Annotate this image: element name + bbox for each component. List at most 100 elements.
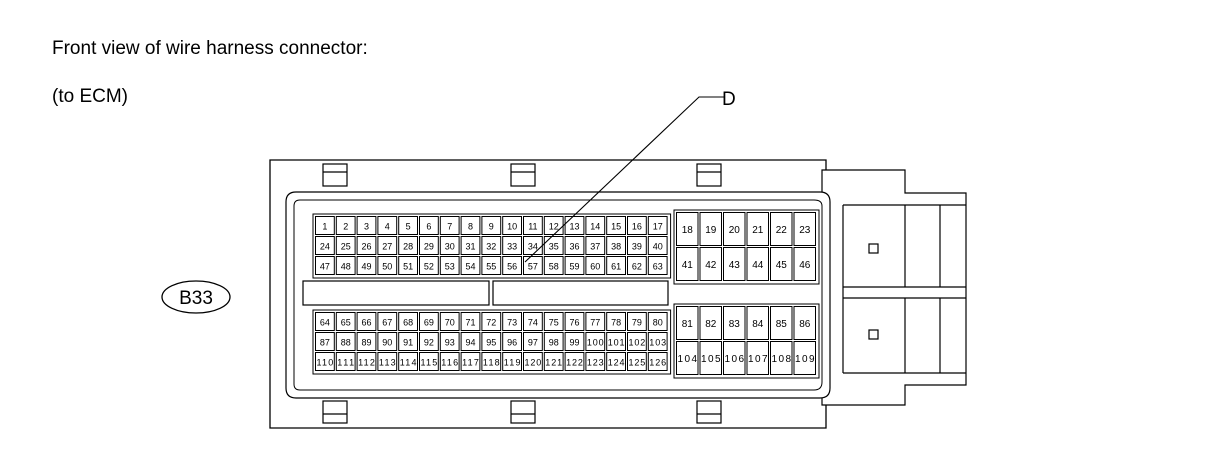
pin-label-85: 85 [776, 319, 788, 330]
pin-8 [460, 216, 481, 235]
pin-label-118: 118 [483, 358, 500, 368]
pin-label-96: 96 [507, 338, 517, 348]
pin-label-112: 112 [358, 358, 375, 368]
pin-104 [676, 341, 699, 375]
pin-label-7: 7 [447, 222, 452, 232]
pin-87 [315, 332, 335, 351]
pin-label-23: 23 [799, 225, 811, 236]
pin-62 [627, 256, 647, 275]
pin-48 [335, 256, 356, 275]
pin-118 [481, 352, 502, 371]
pin-81 [676, 306, 699, 340]
pin-label-54: 54 [465, 262, 475, 272]
pin-label-78: 78 [611, 318, 621, 328]
pin-label-27: 27 [382, 242, 392, 252]
pin-label-93: 93 [445, 338, 455, 348]
pin-label-10: 10 [507, 222, 517, 232]
pin-label-90: 90 [382, 338, 392, 348]
pin-label-66: 66 [361, 318, 371, 328]
pin-label-19: 19 [705, 225, 717, 236]
pin-123 [585, 352, 606, 371]
pin-51 [398, 256, 419, 275]
pin-57 [523, 256, 543, 275]
pin-label-114: 114 [400, 358, 417, 368]
pin-85 [770, 306, 793, 340]
pin-label-102: 102 [629, 338, 646, 348]
pin-label-3: 3 [364, 222, 369, 232]
pin-label-33: 33 [507, 242, 517, 252]
pin-label-24: 24 [320, 242, 330, 252]
pin-83 [723, 306, 746, 340]
pin-label-105: 105 [701, 354, 721, 365]
pin-label-34: 34 [528, 242, 538, 252]
pin-label-73: 73 [507, 318, 517, 328]
pin-label-53: 53 [445, 262, 455, 272]
pin-27 [377, 236, 398, 255]
pin-label-119: 119 [504, 358, 521, 368]
pin-label-6: 6 [426, 222, 431, 232]
pin-label-13: 13 [569, 222, 579, 232]
pin-label-62: 62 [632, 262, 642, 272]
pin-label-29: 29 [424, 242, 434, 252]
pin-33 [502, 236, 523, 255]
pin-label-70: 70 [445, 318, 455, 328]
pin-label-67: 67 [382, 318, 392, 328]
pin-19 [699, 212, 722, 246]
pin-86 [793, 306, 816, 340]
pin-82 [699, 306, 722, 340]
pin-56 [502, 256, 523, 275]
pin-24 [315, 236, 335, 255]
pin-47 [315, 256, 335, 275]
pin-label-64: 64 [320, 318, 330, 328]
pin-95 [481, 332, 502, 351]
pin-label-60: 60 [590, 262, 600, 272]
pin-label-89: 89 [361, 338, 371, 348]
pin-77 [585, 312, 606, 331]
pin-label-120: 120 [525, 358, 542, 368]
pin-label-79: 79 [632, 318, 642, 328]
pin-label-11: 11 [528, 222, 537, 232]
pin-label-77: 77 [590, 318, 600, 328]
pin-97 [523, 332, 543, 351]
pin-102 [627, 332, 647, 351]
pin-50 [377, 256, 398, 275]
connector-id-badge [161, 280, 231, 314]
pin-label-61: 61 [611, 262, 621, 272]
pin-84 [746, 306, 769, 340]
pin-label-117: 117 [462, 358, 479, 368]
pin-122 [564, 352, 585, 371]
pin-121 [543, 352, 564, 371]
pin-3 [356, 216, 377, 235]
pin-label-124: 124 [608, 358, 625, 368]
pin-label-113: 113 [379, 358, 396, 368]
top-locking-tabs [322, 163, 722, 187]
pin-100 [585, 332, 606, 351]
pin-label-92: 92 [424, 338, 434, 348]
pin-61 [606, 256, 627, 275]
bottom-locking-tabs [322, 400, 722, 424]
pin-99 [564, 332, 585, 351]
pin-label-47: 47 [320, 262, 330, 272]
pin-39 [627, 236, 647, 255]
pin-label-63: 63 [653, 262, 663, 272]
pin-45 [770, 247, 793, 281]
pin-label-116: 116 [441, 358, 458, 368]
pin-26 [356, 236, 377, 255]
pin-63 [647, 256, 668, 275]
pin-label-122: 122 [566, 358, 583, 368]
pin-label-59: 59 [569, 262, 579, 272]
pin-94 [460, 332, 481, 351]
pin-107 [746, 341, 769, 375]
pin-label-22: 22 [776, 225, 788, 236]
pin-label-35: 35 [549, 242, 559, 252]
pin-20 [723, 212, 746, 246]
pin-13 [564, 216, 585, 235]
pin-28 [398, 236, 419, 255]
pin-5 [398, 216, 419, 235]
pin-label-125: 125 [629, 358, 646, 368]
pin-16 [627, 216, 647, 235]
pin-21 [746, 212, 769, 246]
pin-78 [606, 312, 627, 331]
pin-25 [335, 236, 356, 255]
